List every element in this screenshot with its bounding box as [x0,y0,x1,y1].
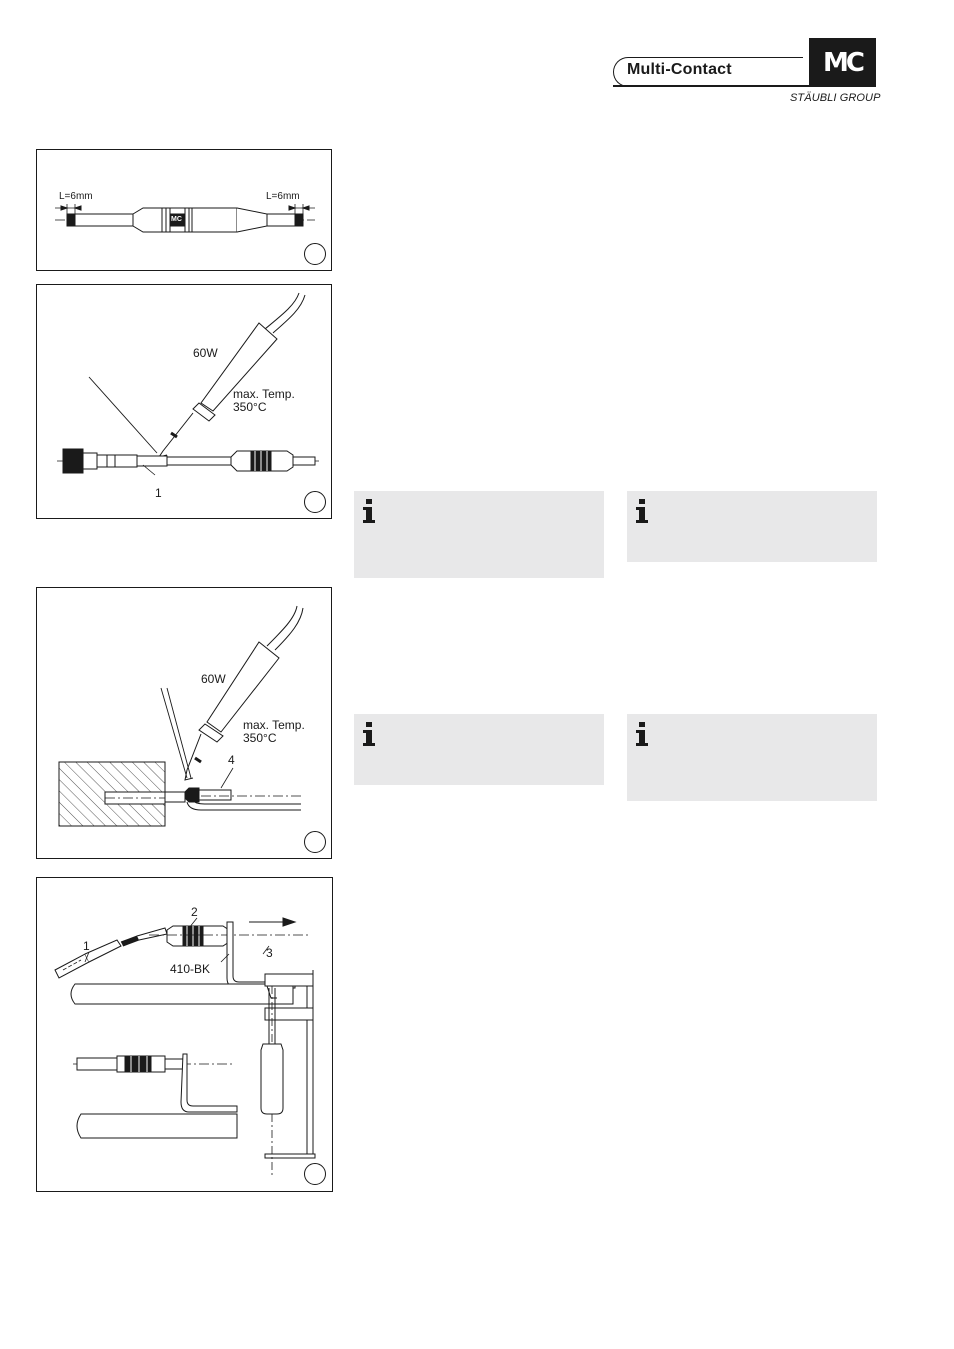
group-name: STÄUBLI GROUP [790,92,881,104]
fig3-power-label: 60W [201,672,226,686]
fig3-temperature-label: max. Temp. 350°C [243,718,305,745]
fig2-power-label: 60W [193,346,218,360]
fig3-number-circle [304,831,326,853]
info-box-2 [627,491,877,562]
figure-2-soldering-lead: 60W max. Temp. 350°C 1 [36,284,332,519]
figure-4-assembly-tool: 1 2 3 410-BK [36,877,333,1192]
info-icon [363,722,375,746]
info-icon [363,499,375,523]
figure-2-drawing [57,292,319,476]
fig4-tool-label: 410-BK [170,962,211,976]
info-box-1 [354,491,604,578]
brand-logo-underline [613,85,809,87]
fig4-number-circle [304,1163,326,1185]
info-icon [636,722,648,746]
fig1-left-length-label: L=6mm [59,191,93,202]
fig1-body-mark: MC [171,216,182,223]
info-box-3 [354,714,604,785]
figure-4-drawing [54,917,316,1178]
figure-3-soldering-socket: 60W max. Temp. 350°C 4 [36,587,332,859]
fig4-part-1-label: 1 [83,939,90,953]
brand-name: Multi-Contact [627,61,732,78]
figure-1-connector-strip-length: L=6mm L=6mm MC [36,149,332,271]
fig4-part-2-label: 2 [191,905,198,919]
figure-1-drawing [55,204,315,233]
fig1-number-circle [304,243,326,265]
info-box-4 [627,714,877,801]
fig4-part-3-label: 3 [266,946,273,960]
fig1-right-length-label: L=6mm [266,191,300,202]
fig2-temperature-label: max. Temp. 350°C [233,387,295,414]
mc-logo-icon: MC [809,38,876,87]
fig2-number-circle [304,491,326,513]
fig2-part-1-label: 1 [155,486,162,500]
figure-3-drawing [58,605,304,827]
info-icon [636,499,648,523]
fig3-part-4-label: 4 [228,753,235,767]
